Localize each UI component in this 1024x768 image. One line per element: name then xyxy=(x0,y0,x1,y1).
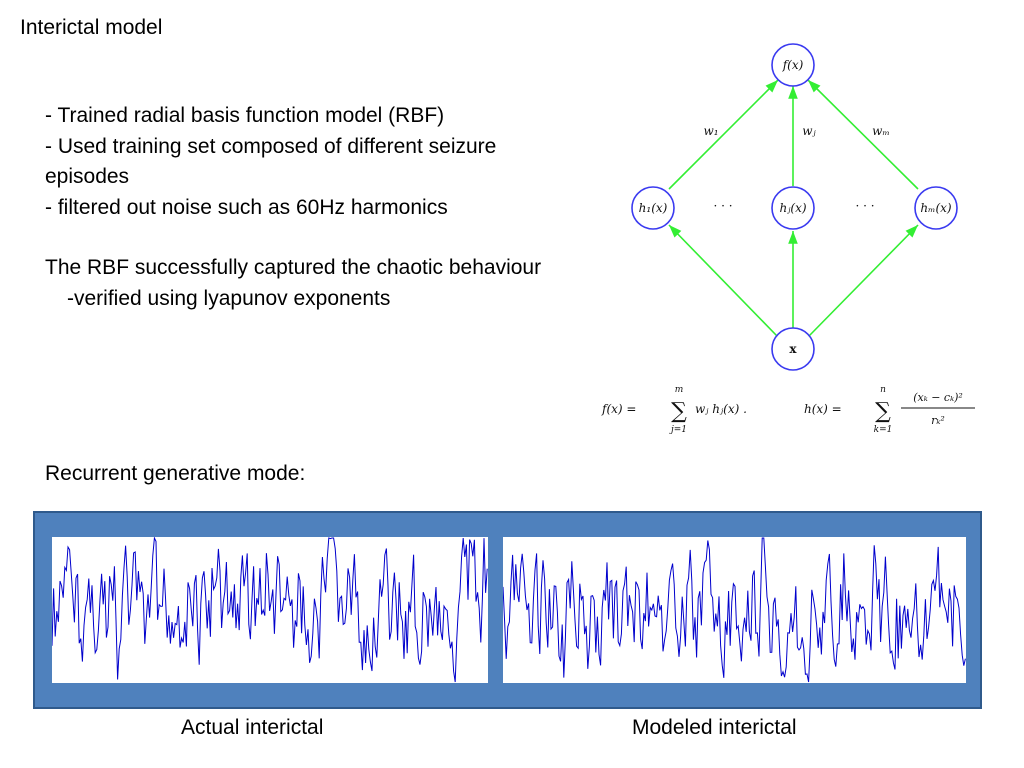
input-node-label: x xyxy=(789,342,797,356)
input-node xyxy=(771,327,815,371)
rbf-network-diagram: f(x) h₁(x) hⱼ(x) hₘ(x) x w₁ wⱼ wₘ · · · … xyxy=(598,40,998,440)
waveform-panel xyxy=(33,511,982,709)
finding-text: The RBF successfully captured the chaoti… xyxy=(45,256,542,279)
section-label: Recurrent generative mode: xyxy=(45,462,306,485)
eq-f-rhs: wⱼ hⱼ(x) . xyxy=(695,402,747,416)
hidden-node-j xyxy=(771,186,815,230)
caption-modeled: Modeled interictal xyxy=(632,716,797,739)
caption-actual: Actual interictal xyxy=(181,716,324,739)
equations: f(x) = m ∑ j=1 wⱼ hⱼ(x) . h(x) = n ∑ k=1… xyxy=(601,385,975,435)
ellipsis-right: · · · xyxy=(855,199,874,213)
hidden-node-1-label: h₁(x) xyxy=(639,201,668,215)
eq-f-sum-bottom: j=1 xyxy=(669,425,687,435)
slide-title: Interictal model xyxy=(20,16,163,39)
weight-m-label: wₘ xyxy=(872,124,890,138)
bullet-rbf: - Trained radial basis function model (R… xyxy=(45,104,445,127)
hidden-node-j-label: hⱼ(x) xyxy=(779,201,806,215)
actual-trace xyxy=(52,537,488,683)
eq-h-sum-top: n xyxy=(880,385,886,395)
weight-1-label: w₁ xyxy=(703,124,718,138)
hidden-node-m xyxy=(914,186,958,230)
eq-h-lhs: h(x) = xyxy=(804,402,842,416)
modeled-trace xyxy=(503,537,966,683)
eq-h-numerator: (xₖ − cₖ)² xyxy=(913,391,963,404)
weight-j-label: wⱼ xyxy=(802,124,816,138)
eq-h-sum-bottom: k=1 xyxy=(874,425,893,435)
edge-hm-output xyxy=(807,79,919,190)
modeled-waveform xyxy=(503,537,966,683)
eq-f-sum-top: m xyxy=(675,385,684,395)
eq-f-lhs: f(x) = xyxy=(601,402,636,416)
edge-input-h1 xyxy=(668,224,778,337)
bullet-noise-filter: - filtered out noise such as 60Hz harmon… xyxy=(45,195,448,219)
hidden-node-m-label: hₘ(x) xyxy=(920,201,952,215)
edge-h1-output xyxy=(668,79,779,190)
eq-h-denominator: rₖ² xyxy=(931,414,945,427)
bullet-list: - Trained radial basis function model (R… xyxy=(45,101,565,314)
eq-f-sum: ∑ xyxy=(671,399,687,424)
hidden-node-1 xyxy=(631,186,675,230)
edge-input-hm xyxy=(808,224,919,337)
output-node xyxy=(771,43,815,87)
eq-h-sum: ∑ xyxy=(875,399,891,424)
output-node-label: f(x) xyxy=(782,58,804,72)
bullet-training-set: - Used training set composed of differen… xyxy=(45,134,497,189)
actual-waveform xyxy=(52,537,488,683)
ellipsis-left: · · · xyxy=(713,199,732,213)
finding-subtext: -verified using lyapunov exponents xyxy=(67,286,391,310)
